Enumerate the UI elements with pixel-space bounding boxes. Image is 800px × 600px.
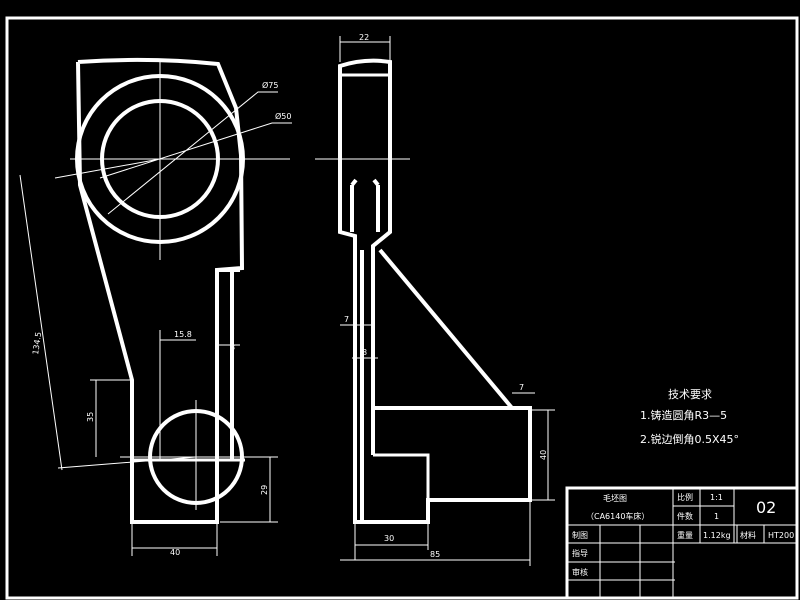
side-view-outline — [338, 58, 532, 524]
dim-7-left: 7 — [344, 315, 349, 324]
tech-req-title: 技术要求 — [668, 388, 712, 401]
tb-part-name: 毛坯图 — [603, 493, 627, 503]
dim-d75: Ø75 — [262, 80, 278, 90]
side-dim-texts: 22 7 8 7 40 30 85 — [344, 33, 548, 559]
side-view — [315, 36, 555, 566]
tb-scale-value: 1:1 — [710, 493, 723, 502]
drawing-frame — [5, 16, 799, 600]
side-rib-vertical — [360, 250, 375, 520]
front-center-lines — [70, 60, 290, 510]
dim-8-side: 8 — [362, 348, 367, 357]
dim-40-front: 40 — [170, 548, 180, 557]
tb-material-label: 材料 — [740, 530, 756, 540]
tech-requirements: 技术要求 1.铸造圆角R3—5 2.锐边倒角0.5X45° — [640, 388, 739, 446]
tb-weight-value: 1.12kg — [703, 531, 731, 540]
dim-40-line — [131, 522, 218, 556]
tb-weight-label: 重量 — [677, 530, 693, 540]
dim-30: 30 — [384, 534, 394, 543]
dim-30-line — [354, 522, 429, 560]
tb-qty-label: 件数 — [677, 511, 693, 521]
front-dim-texts: Ø75 Ø50 134.5 15.8 8 35 29 40 — [31, 80, 291, 557]
dim-40-right-line — [530, 409, 555, 501]
title-block-texts: 毛坯图 （CA6140车床） 比例 1:1 件数 1 02 制图 重量 1.12… — [572, 492, 794, 577]
tb-reviewer-label: 审核 — [572, 567, 588, 577]
tech-req-item-1: 1.铸造圆角R3—5 — [640, 408, 727, 422]
tech-req-item-2: 2.锐边倒角0.5X45° — [640, 432, 739, 446]
dim-29-line — [220, 456, 278, 523]
tb-material-value: HT200 — [768, 531, 794, 540]
dim-35: 35 — [86, 412, 95, 422]
dim-d50: Ø50 — [275, 111, 291, 121]
dim-40-side: 40 — [539, 450, 548, 460]
tb-scale-label: 比例 — [677, 492, 693, 502]
dim-22: 22 — [359, 33, 369, 42]
side-base-step — [373, 453, 430, 500]
tb-machine: （CA6140车床） — [586, 511, 649, 521]
dim-22-line — [339, 36, 391, 62]
front-rib-line — [215, 268, 240, 460]
dim-35-line — [90, 379, 132, 457]
dim-29: 29 — [260, 485, 269, 495]
tb-qty-value: 1 — [714, 512, 719, 521]
side-rib-diagonal — [378, 248, 514, 410]
dim-8-front: 8 — [230, 343, 235, 352]
dim-134-line — [19, 174, 63, 471]
title-block — [565, 486, 799, 600]
title-block-grid — [567, 488, 797, 598]
tb-drawn-label: 制图 — [572, 530, 588, 540]
diameter-leaders — [54, 91, 292, 469]
dim-85-line — [340, 500, 531, 566]
side-bore-lines — [350, 178, 380, 232]
dim-85: 85 — [430, 550, 440, 559]
dim-15-8: 15.8 — [174, 330, 192, 339]
tb-instructor-label: 指导 — [572, 548, 588, 558]
dim-7-right: 7 — [519, 383, 524, 392]
dim-15-8-line — [159, 330, 196, 460]
tb-drawing-no: 02 — [756, 498, 776, 517]
front-view — [19, 57, 292, 556]
dim-134: 134.5 — [31, 331, 43, 355]
